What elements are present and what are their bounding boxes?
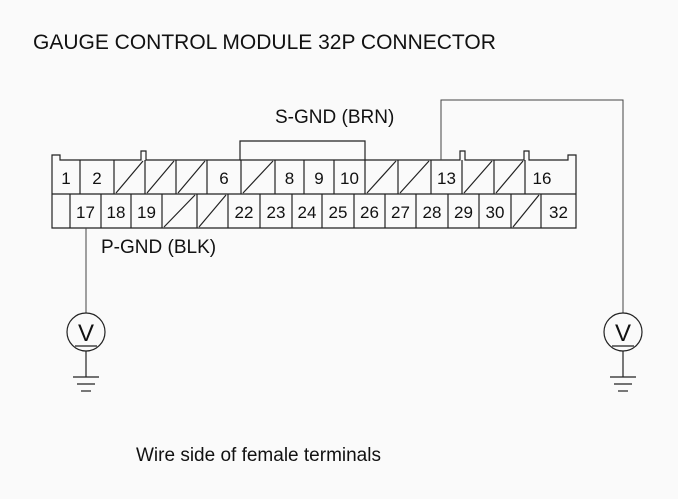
connector-bottom-row: 17 18 19 22 23 24 25 26 27 28 29 30 32 (69, 194, 568, 228)
footer-caption: Wire side of female terminals (136, 445, 381, 466)
bottom-terminal-25: 25 (329, 203, 348, 222)
top-empty-slot (463, 160, 493, 194)
top-terminal-10: 10 (340, 169, 359, 188)
bottom-terminal-18: 18 (107, 203, 126, 222)
top-empty-slot (242, 160, 274, 194)
top-terminal-8: 8 (285, 169, 294, 188)
right-voltmeter-icon: V (603, 312, 643, 377)
top-terminal-1: 1 (61, 169, 70, 188)
top-terminal-9: 9 (314, 169, 323, 188)
top-empty-slot (366, 160, 397, 194)
right-voltmeter-symbol: V (615, 320, 631, 347)
left-voltmeter-icon: V (66, 312, 106, 377)
s-gnd-wire (440, 99, 624, 313)
top-empty-slot (115, 160, 144, 194)
bottom-terminal-29: 29 (454, 203, 473, 222)
right-ground-icon (610, 376, 636, 392)
bottom-terminal-28: 28 (423, 203, 442, 222)
bottom-terminal-22: 22 (235, 203, 254, 222)
bottom-terminal-26: 26 (360, 203, 379, 222)
bottom-terminal-27: 27 (391, 203, 410, 222)
bottom-empty-slot (512, 194, 540, 228)
top-empty-slot (399, 160, 430, 194)
top-terminal-2: 2 (92, 169, 101, 188)
left-ground-icon (73, 376, 99, 392)
bottom-terminal-17: 17 (76, 203, 95, 222)
top-terminal-13: 13 (437, 169, 456, 188)
top-empty-slot (495, 160, 524, 194)
bottom-empty-slot (198, 194, 227, 228)
p-gnd-label: P-GND (BLK) (101, 237, 216, 258)
top-terminal-16: 16 (533, 169, 552, 188)
diagram-title: GAUGE CONTROL MODULE 32P CONNECTOR (33, 31, 496, 54)
s-gnd-label: S-GND (BRN) (275, 107, 394, 128)
bottom-terminal-19: 19 (137, 203, 156, 222)
left-voltmeter-symbol: V (78, 320, 94, 347)
bottom-terminal-23: 23 (267, 203, 286, 222)
top-terminal-6: 6 (219, 169, 228, 188)
bottom-terminal-32: 32 (549, 203, 568, 222)
bottom-terminal-30: 30 (486, 203, 505, 222)
connector-top-row: 1 2 6 8 9 10 13 16 (61, 160, 551, 194)
top-empty-slot (146, 160, 175, 194)
top-empty-slot (177, 160, 206, 194)
bottom-terminal-24: 24 (298, 203, 317, 222)
bottom-empty-slot (163, 194, 196, 228)
